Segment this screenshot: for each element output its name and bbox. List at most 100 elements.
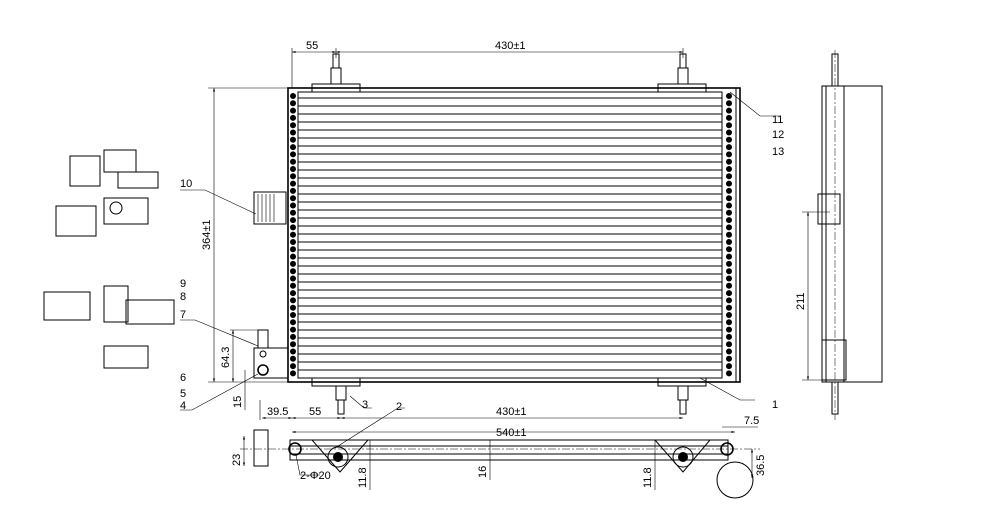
leader-lines	[180, 91, 780, 449]
header-dot	[290, 173, 296, 180]
header-dot	[726, 304, 732, 311]
header-dot	[290, 268, 296, 275]
balloon-2: 2	[396, 401, 402, 413]
balloon-3: 3	[362, 399, 368, 411]
header-dot	[290, 297, 296, 304]
header-dot	[726, 107, 732, 114]
balloon-1: 1	[772, 399, 778, 411]
header-dot	[726, 363, 732, 370]
dim-side-height: 211	[795, 292, 807, 310]
header-dot	[726, 319, 732, 326]
header-dot	[726, 195, 732, 202]
balloon-labels: 1 2 3 4 5 6 7 8 9 10 11 12 13	[180, 114, 784, 413]
header-dot	[290, 224, 296, 231]
dim-top-span: 430±1	[495, 40, 526, 52]
header-dot	[726, 297, 732, 304]
balloon-9: 9	[180, 278, 186, 290]
header-dot	[290, 122, 296, 129]
dim-height: 364±1	[201, 219, 213, 250]
header-dot	[726, 268, 732, 275]
header-dot	[726, 312, 732, 318]
header-dot	[290, 341, 296, 348]
dim-right-pad: 36.5	[755, 455, 767, 476]
header-dot	[726, 180, 732, 187]
header-dot	[290, 260, 296, 267]
header-dot	[726, 100, 732, 107]
header-dot	[290, 231, 296, 238]
dim-left-offset: 39.5	[267, 406, 288, 418]
header-dot	[290, 129, 296, 136]
header-dot	[290, 202, 296, 209]
dim-right-bracket-drop: 11.8	[642, 467, 654, 488]
header-dot	[726, 333, 732, 340]
header-dot	[726, 253, 732, 260]
header-dot	[726, 246, 732, 253]
header-dot	[726, 282, 732, 289]
header-dot	[726, 93, 732, 99]
header-dot	[290, 275, 296, 282]
balloon-12: 12	[772, 129, 784, 141]
header-dot	[290, 209, 296, 216]
core-tubes	[298, 97, 722, 371]
header-dot	[290, 312, 296, 318]
left-header-tank	[290, 93, 296, 377]
dim-right-offset: 7.5	[744, 415, 759, 427]
header-dot	[726, 348, 732, 355]
header-dot	[290, 144, 296, 151]
header-dot	[726, 144, 732, 151]
dim-bottom-left-offset: 55	[309, 406, 321, 418]
header-dot	[726, 326, 732, 333]
header-dot	[726, 202, 732, 209]
header-dot	[290, 187, 296, 194]
header-dot	[726, 187, 732, 194]
header-dot	[290, 370, 296, 377]
header-dot	[726, 136, 732, 143]
right-header-tank	[726, 93, 732, 377]
condenser-front-view	[253, 53, 741, 415]
header-dot	[726, 209, 732, 216]
balloon-6: 6	[180, 372, 186, 384]
header-dot	[290, 319, 296, 326]
header-dot	[290, 100, 296, 107]
header-dot	[726, 370, 732, 377]
header-dot	[726, 224, 732, 231]
dim-hole-spec: 2-Φ20	[300, 470, 331, 482]
dim-bracket-height: 23	[231, 454, 243, 466]
dim-bottom-span: 430±1	[496, 406, 527, 418]
header-dot	[726, 341, 732, 348]
header-dot	[290, 282, 296, 289]
header-dot	[290, 326, 296, 333]
header-dot	[290, 180, 296, 187]
header-dot	[290, 114, 296, 121]
header-dot	[290, 355, 296, 362]
header-dot	[290, 363, 296, 370]
header-dot	[726, 231, 732, 238]
header-dot	[726, 260, 732, 267]
dimension-labels: 55 430±1 364±1 64.3 15 39.5 55 430±1 540…	[201, 40, 807, 488]
balloon-8: 8	[180, 291, 186, 303]
dim-overall-width: 540±1	[496, 427, 527, 439]
bottom-mount-right	[657, 377, 707, 415]
balloon-13: 13	[772, 146, 784, 158]
balloon-4: 4	[180, 400, 186, 412]
header-dot	[290, 217, 296, 224]
header-dot	[290, 158, 296, 165]
drier-fitting	[253, 191, 287, 225]
header-dot	[726, 122, 732, 129]
top-mount-right	[657, 53, 707, 93]
header-dot	[726, 166, 732, 172]
header-dot	[726, 239, 732, 245]
header-dot	[726, 355, 732, 362]
inlet-block	[253, 329, 289, 379]
detail-sketches	[43, 149, 175, 369]
header-dot	[290, 333, 296, 340]
balloon-7: 7	[180, 309, 186, 321]
top-mount-left	[311, 53, 361, 93]
side-view	[817, 50, 883, 420]
dim-inlet-offset: 15	[232, 396, 244, 408]
dim-inlet-height: 64.3	[220, 347, 232, 368]
header-dot	[726, 217, 732, 224]
header-dot	[726, 114, 732, 121]
header-dot	[290, 195, 296, 202]
